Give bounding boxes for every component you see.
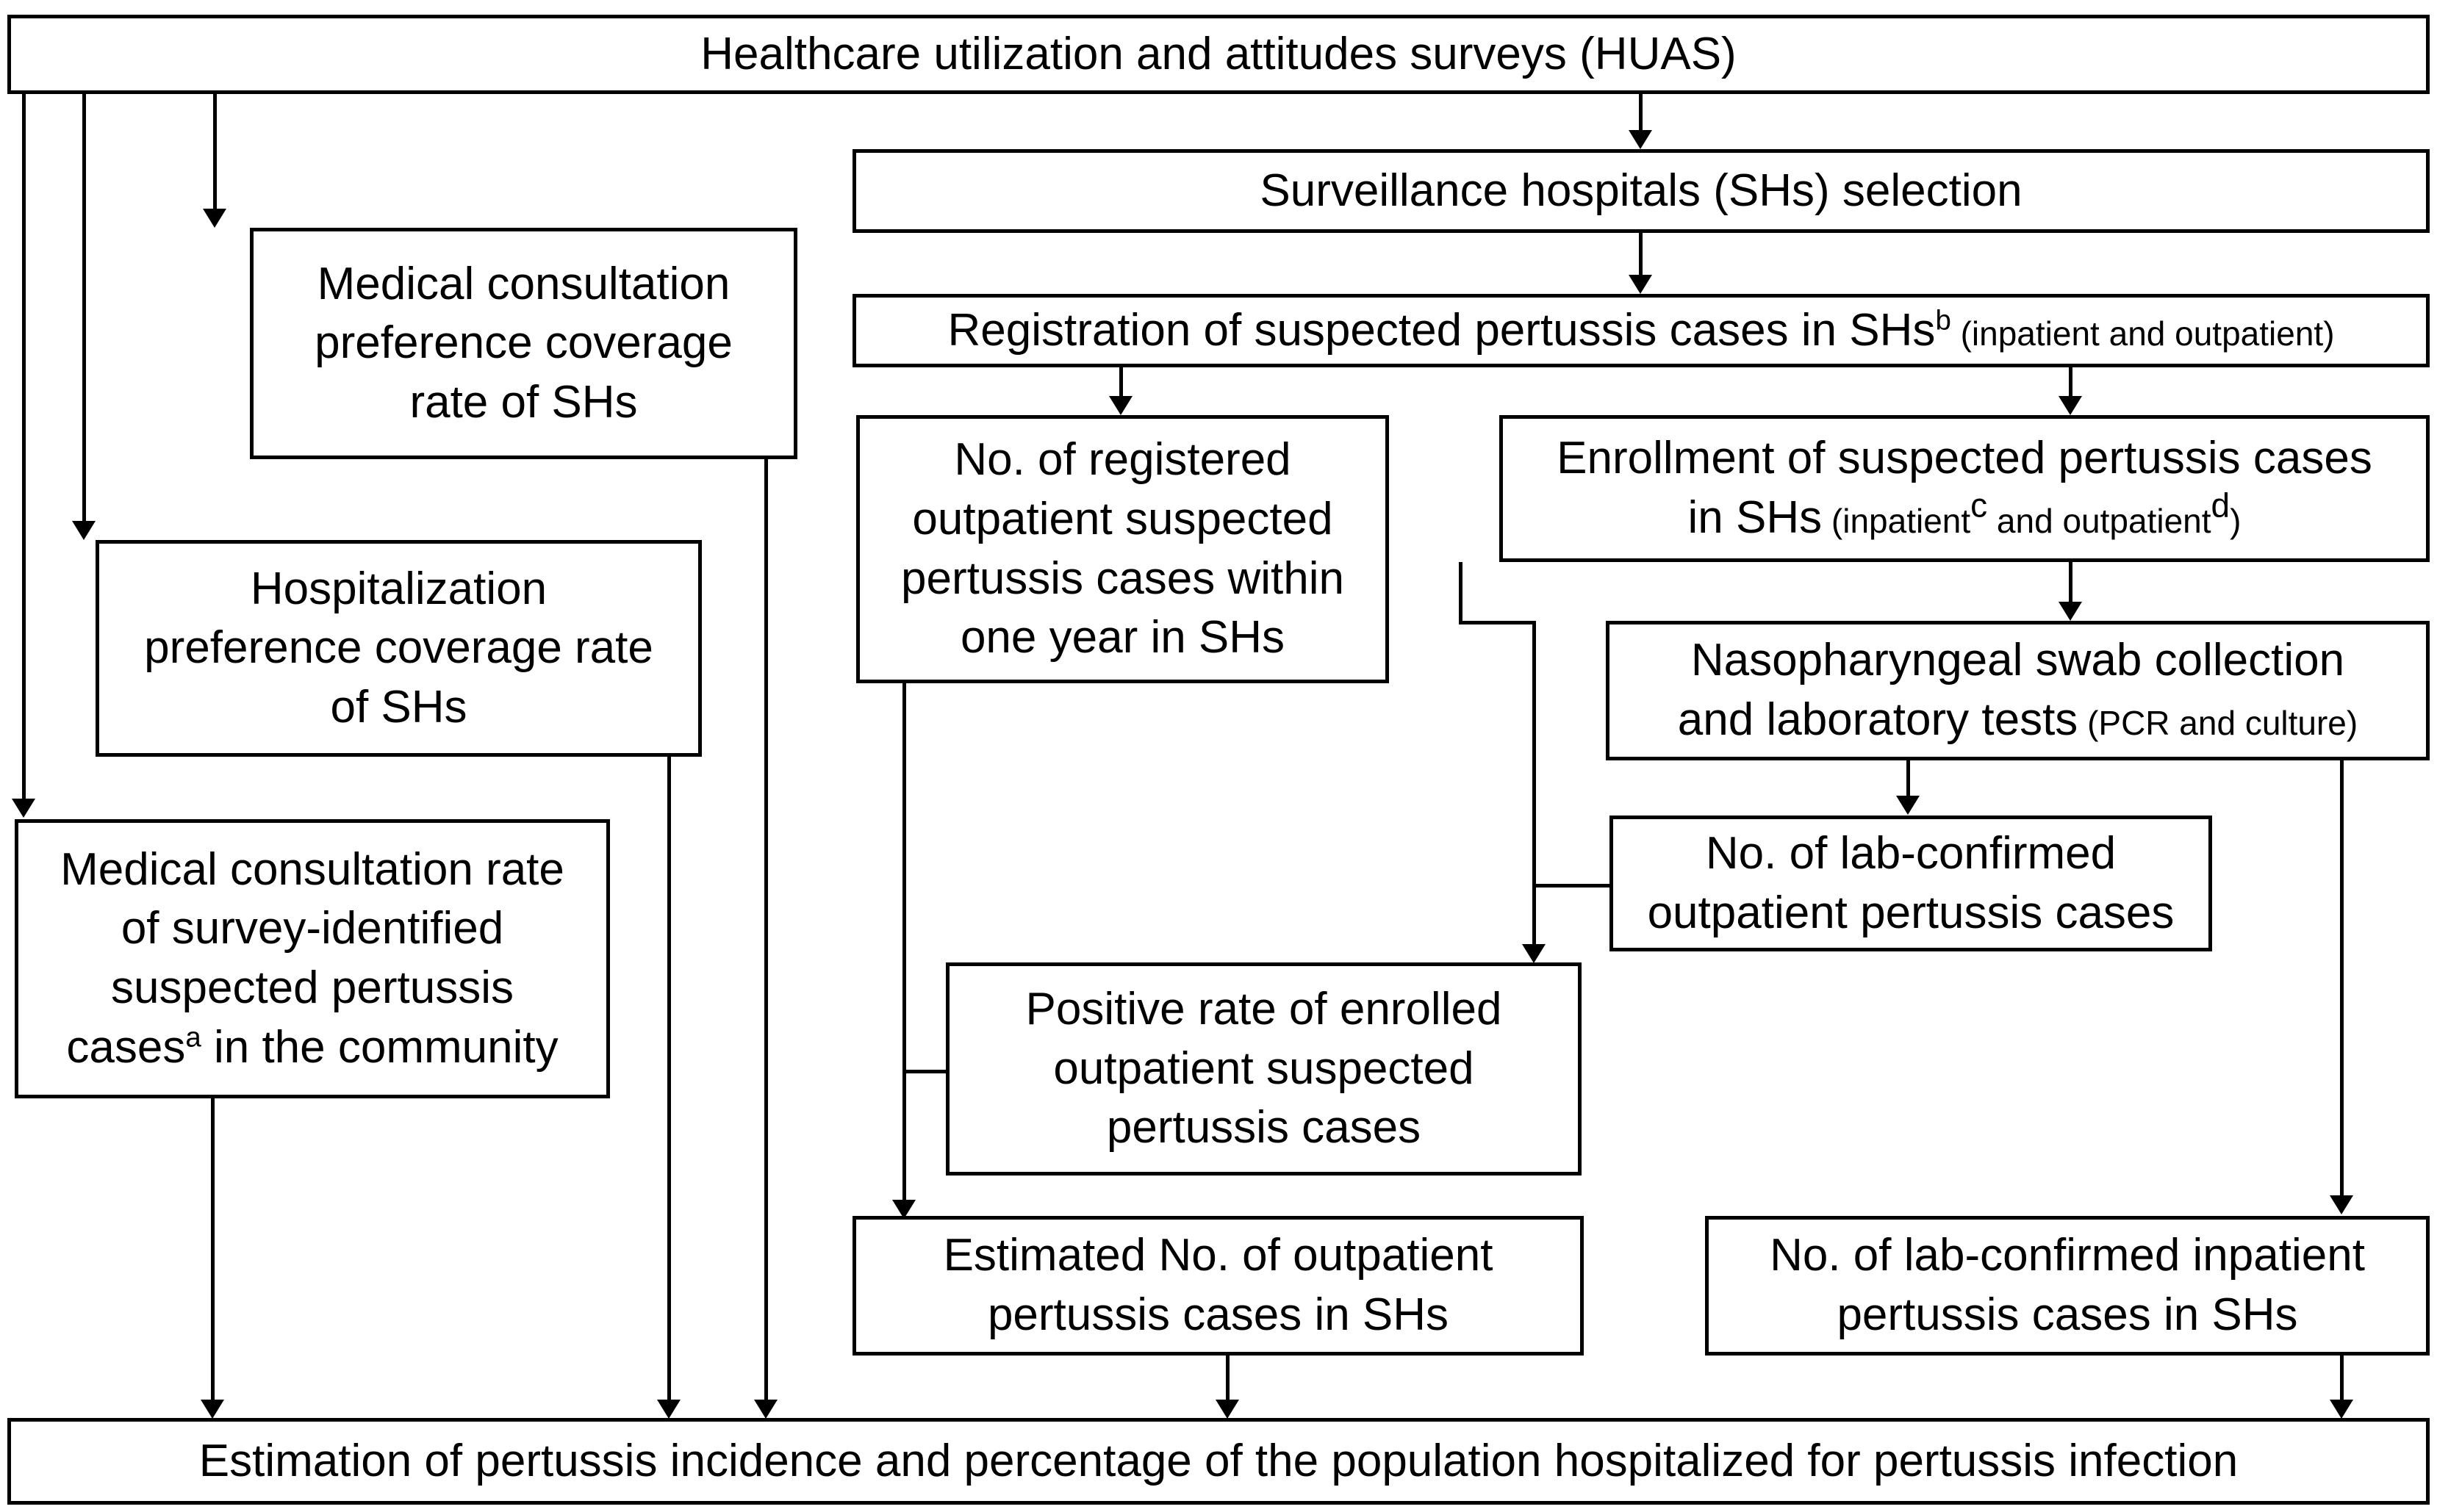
edge-huas-to-sh-selection [1639,93,1643,130]
node-hosp-pref-line2: preference coverage rate [144,622,653,674]
node-enrollment-line2-main: in SHs [1687,492,1823,543]
arrowhead-med-consult-pref-to-final [754,1400,778,1419]
node-hosp-pref-line1: Hospitalization [250,563,548,614]
arrowhead-enrollment-to-positive-rate [1522,944,1546,963]
edge-sh-selection-to-registration [1639,233,1643,275]
edge-huas-to-hosp-pref [82,93,86,521]
node-huas[interactable]: Healthcare utilization and attitudes sur… [7,15,2430,94]
node-med-consult-pref-line2: preference coverage [315,317,733,369]
arrowhead-swab-to-lab-outpatient [1896,796,1920,815]
node-registered-outpatient-line2: outpatient suspected [912,493,1333,544]
node-registered-outpatient-line4: one year in SHs [960,612,1285,663]
edge-registered-outpatient-trunk [902,683,906,1200]
node-estimated-outpatient[interactable]: Estimated No. of outpatient pertussis ca… [853,1216,1584,1356]
node-registration-note: (inpatient and outpatient) [1950,314,2335,353]
node-lab-inpatient-line1: No. of lab-confirmed inpatient [1770,1230,2365,1281]
node-lab-outpatient[interactable]: No. of lab-confirmed outpatient pertussi… [1609,816,2212,951]
arrowhead-hosp-pref-to-final [657,1400,681,1419]
arrowhead-registration-to-registered-outpatient [1109,396,1133,415]
node-enrollment-note-c: ) [2230,502,2242,540]
node-enrollment[interactable]: Enrollment of suspected pertussis cases … [1499,415,2430,562]
edge-med-consult-pref-to-final [764,459,768,1400]
edge-enrollment-to-positive-rate [1532,621,1536,944]
node-lab-inpatient[interactable]: No. of lab-confirmed inpatient pertussis… [1705,1216,2430,1356]
node-positive-rate[interactable]: Positive rate of enrolled outpatient sus… [946,962,1582,1176]
node-sh-selection[interactable]: Surveillance hospitals (SHs) selection [853,149,2430,233]
node-registered-outpatient[interactable]: No. of registered outpatient suspected p… [856,415,1389,683]
node-med-consult-pref[interactable]: Medical consultation preference coverage… [250,228,797,459]
arrowhead-lab-inpatient-to-final [2330,1400,2353,1419]
node-positive-rate-line3: pertussis cases [1106,1102,1421,1153]
node-sh-selection-label: Surveillance hospitals (SHs) selection [1260,165,2023,216]
footnote-marker-b: b [1935,304,1951,336]
node-final-estimation[interactable]: Estimation of pertussis incidence and pe… [7,1418,2430,1505]
node-med-consult-pref-line3: rate of SHs [409,376,638,428]
node-lab-outpatient-line1: No. of lab-confirmed [1705,827,2117,879]
node-enrollment-line1: Enrollment of suspected pertussis cases [1557,433,2372,484]
node-lab-inpatient-line2: pertussis cases in SHs [1837,1289,2298,1340]
arrowhead-sh-selection-to-registration [1629,275,1652,294]
arrowhead-huas-to-med-consult-rate [12,799,35,818]
node-med-consult-rate-line3: suspected pertussis [111,962,514,1013]
arrowhead-med-consult-rate-to-final [201,1400,224,1419]
node-hosp-pref[interactable]: Hospitalization preference coverage rate… [96,540,702,757]
edge-lab-outpatient-to-positive-rate [1532,884,1609,888]
node-registration[interactable]: Registration of suspected pertussis case… [853,294,2430,367]
edge-registration-to-enrollment [2069,365,2072,396]
edge-enrollment-dropline [1459,562,1462,624]
node-hosp-pref-line3: of SHs [330,681,467,732]
node-final-estimation-label: Estimation of pertussis incidence and pe… [198,1435,2239,1486]
node-swab[interactable]: Nasopharyngeal swab collection and labor… [1606,621,2430,760]
edge-hosp-pref-to-final [667,757,671,1400]
edge-lab-inpatient-to-final [2340,1356,2344,1400]
edge-registration-to-registered-outpatient [1119,365,1123,396]
edge-positive-rate-to-estimated [902,1176,906,1200]
node-huas-label: Healthcare utilization and attitudes sur… [700,28,1737,79]
node-registered-outpatient-line3: pertussis cases within [900,552,1345,604]
arrowhead-huas-to-hosp-pref [72,521,96,540]
node-registered-outpatient-line1: No. of registered [954,434,1291,486]
node-positive-rate-line1: Positive rate of enrolled [1025,984,1502,1035]
node-swab-line2-main: and laboratory tests [1677,694,2078,745]
node-enrollment-note-a: (inpatient [1822,502,1971,540]
edge-enrollment-to-swab [2069,562,2072,602]
node-registration-main: Registration of suspected pertussis case… [947,304,1936,356]
arrowhead-huas-to-sh-selection [1629,130,1652,149]
edge-med-consult-rate-to-final [211,1098,215,1400]
node-med-consult-rate-line2: of survey-identified [121,903,504,954]
arrowhead-registered-outpatient-to-estimated [892,1200,916,1219]
node-enrollment-note-b: and outpatient [1987,502,2211,540]
node-med-consult-rate-line4a: cases [66,1021,186,1073]
arrowhead-estimated-to-final [1216,1400,1239,1419]
arrowhead-swab-to-lab-inpatient [2330,1195,2353,1214]
footnote-marker-a: a [185,1020,201,1053]
edge-swab-to-lab-inpatient [2340,760,2344,1195]
edge-huas-to-med-consult-rate [22,93,26,799]
node-med-consult-rate-line4b: in the community [201,1021,559,1073]
node-med-consult-pref-line1: Medical consultation [317,258,731,309]
edge-huas-to-med-consult-pref [213,93,217,209]
node-med-consult-rate-line1: Medical consultation rate [60,843,564,895]
edge-swab-to-lab-outpatient [1906,760,1910,796]
arrowhead-enrollment-to-swab [2059,602,2082,621]
edge-enrollment-jog [1459,621,1536,624]
arrowhead-huas-to-med-consult-pref [203,209,226,228]
arrowhead-registration-to-enrollment [2059,396,2082,415]
footnote-marker-d: d [2211,486,2230,525]
node-med-consult-rate[interactable]: Medical consultation rate of survey-iden… [15,819,610,1098]
node-swab-line2-note: (PCR and culture) [2078,704,2358,742]
node-positive-rate-line2: outpatient suspected [1053,1043,1474,1094]
node-swab-line1: Nasopharyngeal swab collection [1690,635,2345,686]
footnote-marker-c: c [1970,486,1988,525]
node-estimated-outpatient-line1: Estimated No. of outpatient [943,1230,1493,1281]
edge-registered-outpatient-to-positive-rate [902,1070,948,1073]
node-estimated-outpatient-line2: pertussis cases in SHs [987,1289,1449,1340]
edge-estimated-to-final [1226,1356,1230,1400]
node-lab-outpatient-line2: outpatient pertussis cases [1647,887,2175,938]
